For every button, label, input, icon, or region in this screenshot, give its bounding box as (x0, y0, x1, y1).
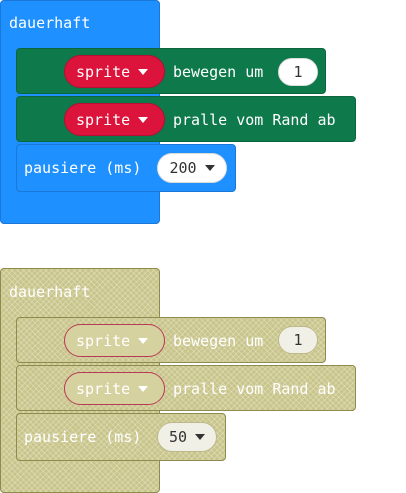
forever-label: dauerhaft (9, 14, 91, 32)
move-label: bewegen um (173, 63, 264, 81)
sprite-dropdown[interactable]: sprite (64, 55, 165, 88)
chevron-down-icon (138, 385, 149, 392)
sprite-dropdown[interactable]: sprite (64, 372, 165, 405)
bounce-label: pralle vom Rand ab (173, 380, 336, 398)
forever-label: dauerhaft (9, 283, 91, 301)
move-steps-input[interactable]: 1 (278, 326, 318, 354)
pause-duration-value: 200 (169, 159, 197, 177)
pause-duration-dropdown[interactable]: 200 (157, 153, 227, 183)
move-steps-value: 1 (293, 331, 303, 349)
pause-duration-value: 50 (168, 428, 188, 446)
chevron-down-icon (204, 165, 215, 171)
chevron-down-icon (195, 434, 206, 440)
sprite-dropdown[interactable]: sprite (64, 103, 165, 136)
pause-label: pausiere (ms) (24, 428, 142, 446)
pause-duration-dropdown[interactable]: 50 (157, 422, 217, 452)
move-label: bewegen um (173, 332, 264, 350)
sprite-dropdown-label: sprite (76, 379, 131, 398)
sprite-dropdown[interactable]: sprite (64, 324, 165, 357)
chevron-down-icon (138, 337, 149, 344)
pause-label: pausiere (ms) (24, 159, 142, 177)
sprite-dropdown-label: sprite (76, 331, 131, 350)
sprite-dropdown-label: sprite (76, 62, 131, 81)
move-steps-input[interactable]: 1 (278, 58, 318, 86)
sprite-dropdown-label: sprite (76, 110, 131, 129)
bounce-label: pralle vom Rand ab (173, 111, 336, 129)
chevron-down-icon (138, 116, 149, 123)
chevron-down-icon (138, 68, 149, 75)
move-steps-value: 1 (293, 63, 303, 81)
